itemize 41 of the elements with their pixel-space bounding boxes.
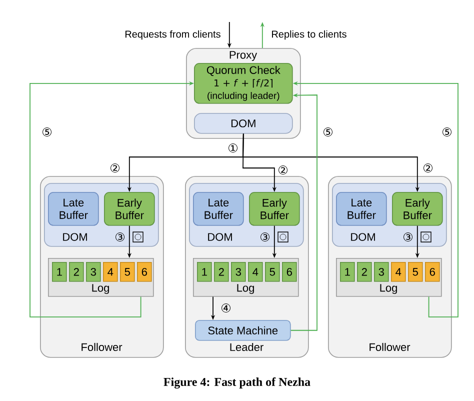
step-number: ⑤ [42, 128, 52, 136]
log-entry: 6 [425, 262, 440, 282]
log-entry: 1 [52, 262, 67, 282]
buffer-box: Early Buffer [392, 192, 443, 226]
step-number: ③ [116, 232, 124, 242]
buffer-box: Late Buffer [48, 192, 99, 226]
log-entry: 3 [374, 262, 389, 282]
figure-caption: Figure 4: Fast path of Nezha [164, 377, 310, 389]
edge-label: Requests from clients [125, 30, 220, 40]
step-number: ⑤ [324, 128, 332, 136]
state-machine-box: State Machine [195, 320, 291, 341]
step-number: ③ [404, 232, 412, 242]
quorum-check-box: Quorum Check 1 + f + ⌈f/2⌉ (including leader) [194, 63, 293, 104]
log-entry: 3 [86, 262, 101, 282]
log-entry: 2 [214, 262, 229, 282]
dom-box: DOM [194, 113, 293, 134]
step-number: ① [228, 144, 238, 152]
log-entry: 4 [103, 262, 118, 282]
log-entry: 5 [408, 262, 423, 282]
log-entry: 6 [282, 262, 297, 282]
log-entry: 4 [248, 262, 263, 282]
log-entry: 5 [120, 262, 135, 282]
buffer-box: Early Buffer [104, 192, 155, 226]
log-entry: 2 [357, 262, 372, 282]
step-number: ② [110, 164, 120, 172]
step-number: ② [424, 164, 432, 172]
step-number: ④ [222, 304, 230, 312]
buffer-box: Late Buffer [193, 192, 244, 226]
log-entry: 5 [265, 262, 280, 282]
log-entry: 6 [137, 262, 152, 282]
log-entry: 3 [231, 262, 246, 282]
step-number: ⑤ [442, 128, 452, 136]
buffer-box: Early Buffer [249, 192, 300, 226]
edge-label: Replies to clients [272, 30, 346, 40]
log-entry: 4 [391, 262, 406, 282]
buffer-box: Late Buffer [336, 192, 387, 226]
log-entry: 1 [340, 262, 355, 282]
step-number: ③ [260, 232, 270, 242]
log-entry: 2 [69, 262, 84, 282]
step-number: ② [278, 166, 288, 174]
log-entry: 1 [197, 262, 212, 282]
